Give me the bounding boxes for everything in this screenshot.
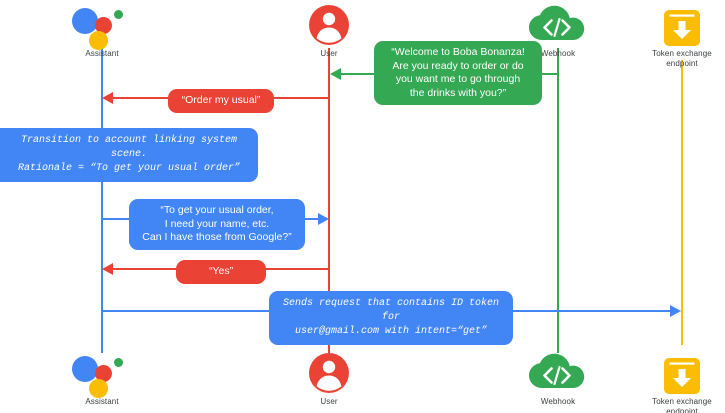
actor-user-bottom[interactable]: User: [269, 352, 389, 407]
actor-webhook-top[interactable]: Webhook: [498, 4, 618, 59]
lifeline-user: [328, 48, 330, 353]
user-avatar-svg-bottom: [309, 353, 349, 393]
download-box-svg-bottom: [664, 358, 700, 394]
actor-label-assistant-bottom: Assistant: [85, 397, 119, 406]
user-avatar-svg: [309, 5, 349, 45]
message-bubble-need-name: “To get your usual order, I need your na…: [129, 199, 305, 250]
actor-label-assistant: Assistant: [85, 49, 119, 58]
actor-label-user: User: [320, 49, 338, 58]
google-assistant-icon-bottom: [42, 352, 162, 398]
download-box-svg: [664, 10, 700, 46]
user-avatar-icon: [269, 4, 389, 46]
message-bubble-welcome: “Welcome to Boba Bonanza! Are you ready …: [374, 41, 542, 105]
assistant-dot-blue: [72, 8, 98, 34]
lifeline-endpoint: [681, 60, 683, 345]
cloud-code-svg: [529, 5, 585, 40]
user-avatar-icon-bottom: [269, 352, 389, 394]
actor-endpoint-top[interactable]: Token exchange endpoint: [622, 4, 725, 69]
assistant-dot-red: [95, 365, 112, 382]
cloud-code-icon: [498, 4, 618, 46]
arrow-head-need-name: [318, 213, 329, 225]
actor-label-endpoint: Token exchange endpoint: [652, 49, 712, 68]
actor-label-webhook-bottom: Webhook: [540, 397, 576, 406]
lifeline-webhook: [557, 48, 559, 353]
assistant-dot-blue: [72, 356, 98, 382]
cloud-code-icon-bottom: [498, 352, 618, 394]
cloud-code-svg-bottom: [529, 353, 585, 388]
actor-label-endpoint-bottom: Token exchange endpoint: [652, 397, 712, 413]
assistant-dot-yellow: [89, 31, 108, 50]
assistant-dot-yellow: [89, 379, 108, 398]
arrow-head-welcome: [330, 68, 341, 80]
assistant-dot-red: [95, 17, 112, 34]
message-bubble-order-my-usual: “Order my usual”: [168, 89, 274, 113]
actor-assistant-bottom[interactable]: Assistant: [42, 352, 162, 407]
actor-webhook-bottom[interactable]: Webhook: [498, 352, 618, 407]
actor-endpoint-bottom[interactable]: Token exchange endpoint: [622, 352, 725, 413]
assistant-dot-green: [114, 358, 123, 367]
assistant-dot-green: [114, 10, 123, 19]
arrow-head-order-my-usual: [102, 92, 113, 104]
message-note-transition: Transition to account linking system sce…: [0, 128, 258, 182]
actor-assistant-top[interactable]: Assistant: [42, 4, 162, 59]
actor-user-top[interactable]: User: [269, 4, 389, 59]
download-box-icon-bottom: [622, 352, 725, 394]
google-assistant-icon: [42, 4, 162, 50]
download-box-icon: [622, 4, 725, 46]
actor-label-user-bottom: User: [320, 397, 338, 406]
arrow-head-sends-request: [670, 305, 681, 317]
message-note-sends-request: Sends request that contains ID token for…: [269, 291, 513, 345]
message-bubble-yes: “Yes”: [176, 260, 266, 284]
lifeline-assistant: [101, 48, 103, 353]
actor-label-webhook: Webhook: [540, 49, 576, 58]
arrow-head-yes: [102, 263, 113, 275]
